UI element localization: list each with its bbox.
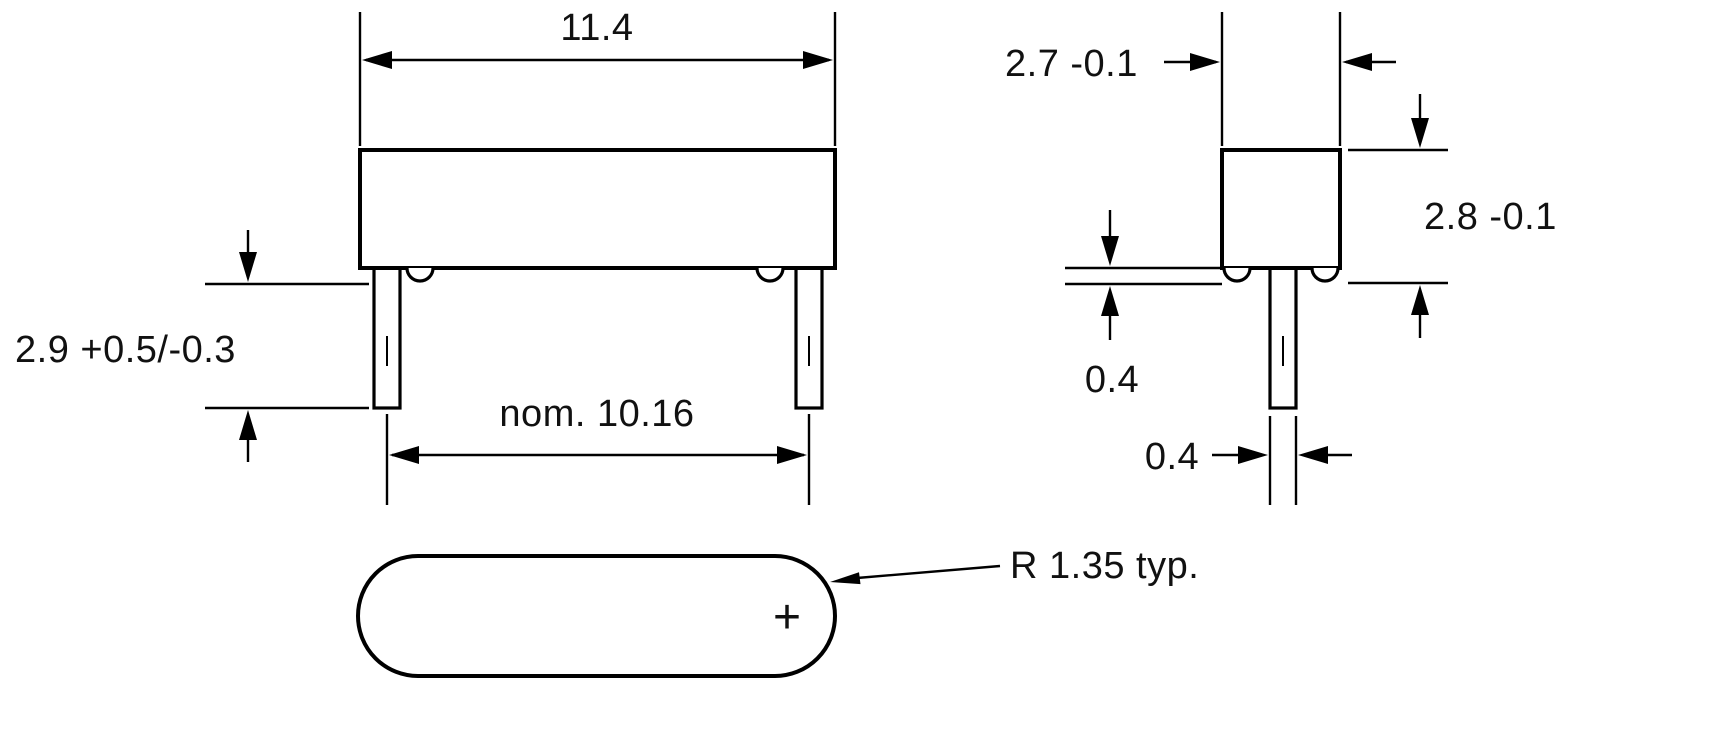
arrowhead-down-icon	[1411, 118, 1429, 148]
arrowhead-down-icon	[239, 252, 257, 282]
leader-arrowhead-icon	[830, 572, 861, 585]
dim-side-width: 2.7 -0.1	[1005, 12, 1396, 146]
dim-corner-radius: R 1.35 typ.	[830, 545, 1199, 587]
arrowhead-left-icon	[1298, 446, 1328, 464]
front-view	[358, 148, 837, 410]
dim-side-height-label: 2.8 -0.1	[1424, 196, 1557, 238]
dim-front-width: 11.4	[358, 7, 837, 146]
dim-lead-thickness-label: 0.4	[1145, 436, 1199, 478]
front-body	[358, 148, 837, 270]
front-left-lead	[372, 266, 402, 410]
bottom-outline	[356, 554, 837, 678]
arrowhead-right-icon	[1190, 53, 1220, 71]
arrowhead-up-icon	[1411, 285, 1429, 315]
dim-side-height: 2.8 -0.1	[1348, 94, 1557, 338]
side-right-standoff-bump	[1310, 267, 1340, 283]
bottom-view: +	[356, 554, 837, 678]
dim-lead-spacing-label: nom. 10.16	[499, 393, 694, 435]
arrowhead-left-icon	[362, 51, 392, 69]
arrowhead-up-icon	[1101, 286, 1119, 316]
dim-front-width-label: 11.4	[560, 7, 633, 49]
dim-lead-thickness: 0.4	[1145, 416, 1352, 505]
front-right-standoff-bump	[755, 267, 785, 283]
front-left-standoff-bump	[405, 267, 435, 283]
arrowhead-down-icon	[1101, 236, 1119, 266]
arrowhead-right-icon	[777, 446, 807, 464]
arrowhead-left-icon	[1342, 53, 1372, 71]
plus-mark-icon: +	[773, 591, 801, 644]
arrowhead-left-icon	[389, 446, 419, 464]
dim-lead-length: 2.9 +0.5/-0.3	[15, 230, 369, 462]
side-body	[1220, 148, 1342, 270]
arrowhead-right-icon	[803, 51, 833, 69]
arrowhead-up-icon	[239, 410, 257, 440]
dim-standoff-label: 0.4	[1085, 359, 1139, 401]
dim-side-width-label: 2.7 -0.1	[1005, 43, 1138, 85]
arrowhead-right-icon	[1238, 446, 1268, 464]
side-left-standoff-bump	[1222, 267, 1252, 283]
leader-line	[856, 564, 1001, 580]
side-view	[1220, 148, 1342, 410]
dim-corner-radius-label: R 1.35 typ.	[1010, 545, 1199, 587]
dim-lead-spacing: nom. 10.16	[385, 393, 811, 505]
dim-standoff: 0.4	[1065, 210, 1222, 401]
dim-lead-length-label: 2.9 +0.5/-0.3	[15, 329, 236, 371]
